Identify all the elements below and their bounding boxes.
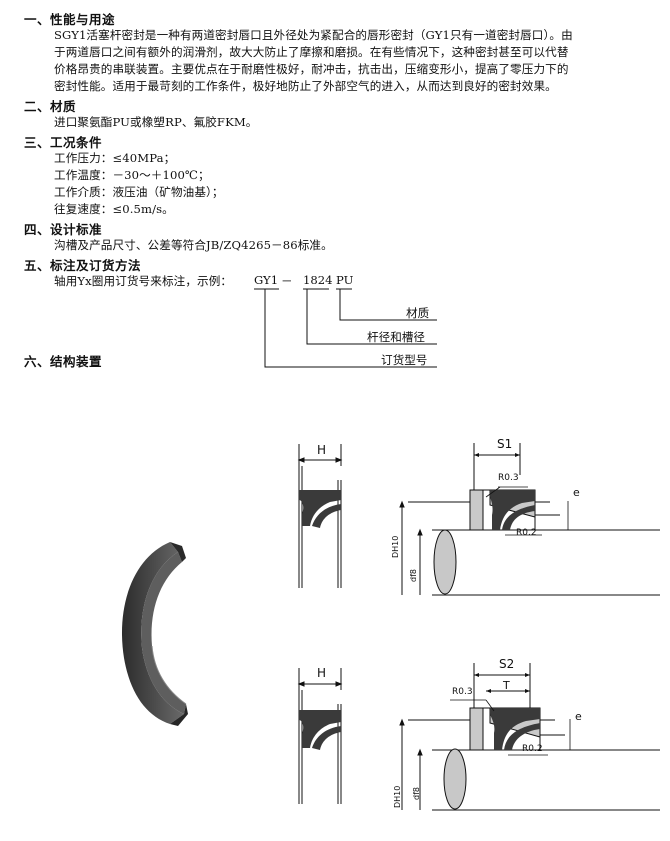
order-code-leader-lines: [254, 288, 437, 368]
section-title-structure: 六、结构装置: [24, 354, 103, 369]
condition-medium: 工作介质：液压油（矿物油基）；: [54, 185, 224, 199]
condition-pressure: 工作压力：≤40MPa；: [54, 151, 176, 165]
top-h-label: H: [317, 443, 327, 457]
bottom-t-label: T: [503, 679, 510, 692]
condition-temperature: 工作温度：－30～＋100℃；: [54, 168, 210, 182]
bottom-h-label: H: [317, 666, 327, 680]
order-label-dims: 杆径和槽径: [367, 330, 425, 344]
section-title-ordering: 五、标注及订货方法: [24, 258, 142, 273]
bottom-r03-label: R0.3: [452, 687, 473, 697]
section-title-standard: 四、设计标准: [24, 222, 103, 237]
order-label-model: 订货型号: [381, 353, 428, 367]
top-r02-label: R0.2: [516, 528, 537, 538]
bottom-s2-label: S2: [499, 657, 515, 671]
bottom-r02-label: R0.2: [522, 744, 543, 754]
order-code-model: GY1: [254, 273, 279, 287]
material-line: 进口聚氨酯PU或橡塑RP、氟胶FKM。: [54, 115, 258, 129]
bottom-d-label: df8: [412, 787, 421, 800]
purpose-line-3: 价格昂贵的串联装置。主要优点在于耐磨性极好，耐冲击，抗击出，压缩变形小，提高了零…: [54, 62, 569, 76]
order-code-material: PU: [336, 273, 354, 287]
bottom-e-label: e: [575, 710, 582, 723]
seal-3d-illustration: [121, 542, 188, 726]
top-r03-label: R0.3: [498, 473, 519, 483]
bottom-section-h-view: [297, 668, 343, 804]
ordering-intro: 轴用Yx圈用订货号来标注，示例：: [54, 274, 233, 288]
order-code-dims: 1824: [303, 273, 333, 287]
bottom-installation-drawing: [399, 663, 660, 811]
condition-speed: 往复速度：≤0.5m/s。: [54, 202, 174, 216]
purpose-line-4: 密封性能。适用于最苛刻的工作条件，极好地防止了外部空气的进入，从而达到良好的密封…: [54, 79, 557, 93]
purpose-line-1: SGY1活塞杆密封是一种有两道密封唇口且外径处为紧配合的唇形密封（GY1只有一道…: [54, 28, 573, 42]
top-D-label: DH10: [391, 535, 400, 558]
purpose-line-2: 于两道唇口之间有额外的润滑剂，故大大防止了摩擦和磨损。在有些情况下，这种密封甚至…: [54, 45, 569, 59]
top-d-label: df8: [409, 569, 418, 582]
section-title-conditions: 三、工况条件: [24, 135, 103, 150]
section-title-material: 二、材质: [24, 99, 77, 114]
top-installation-drawing: [399, 443, 660, 596]
bottom-D-label: DH10: [393, 785, 402, 808]
order-label-material: 材质: [406, 306, 430, 320]
standard-line: 沟槽及产品尺寸、公差等符合JB/ZQ4265－86标准。: [54, 238, 333, 252]
section-title-purpose: 一、性能与用途: [24, 12, 116, 27]
top-section-h-view: [297, 444, 343, 588]
top-s1-label: S1: [497, 437, 513, 451]
top-e-label: e: [573, 486, 580, 499]
order-code-dash: －: [281, 274, 293, 288]
